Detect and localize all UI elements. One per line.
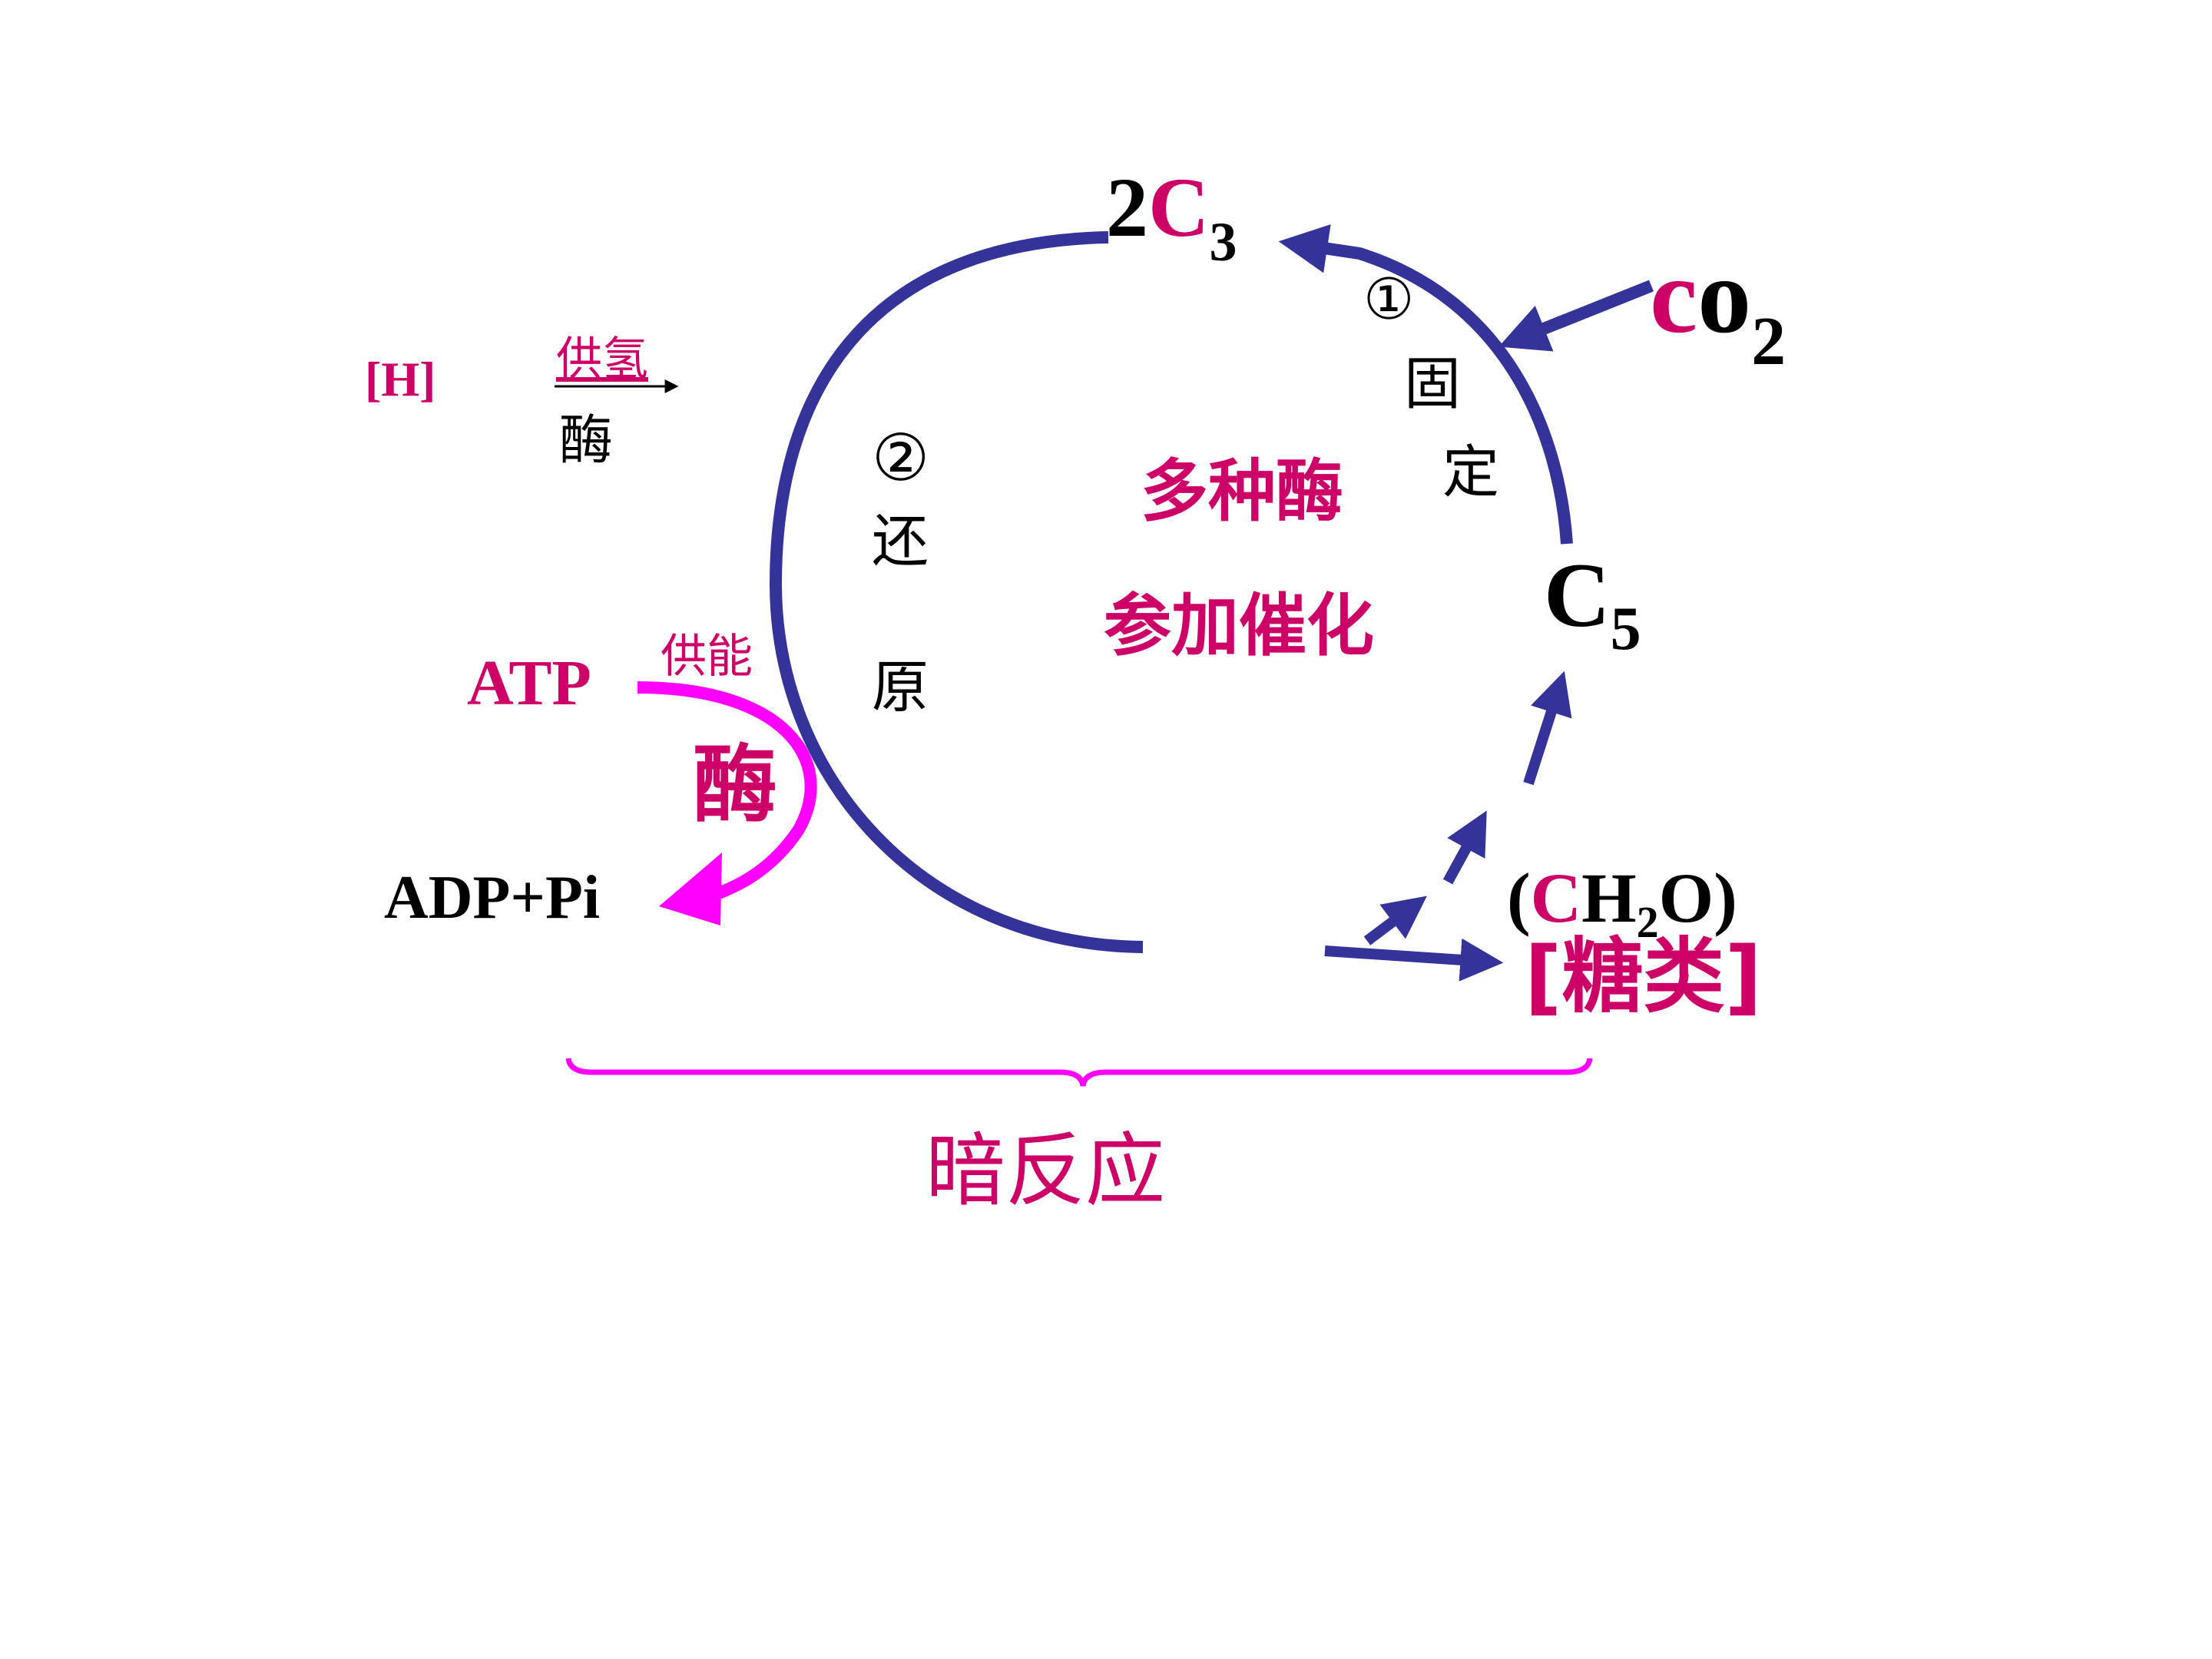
step2-char-2: 原 bbox=[872, 654, 929, 720]
hydrogen-supply-label: 供氢 bbox=[556, 333, 648, 386]
ch2o-label: (CH2O) bbox=[1507, 859, 1737, 947]
step1-char-1: 固 bbox=[1404, 351, 1461, 417]
atp-curved-arrow bbox=[637, 681, 817, 909]
step2-char-1: 还 bbox=[872, 508, 929, 575]
regeneration-arrow-1 bbox=[1363, 896, 1427, 945]
co2-label: co2 bbox=[1650, 237, 1786, 379]
sugar-output-arrow bbox=[1324, 938, 1504, 982]
two-c3-label: 2C3 bbox=[1106, 161, 1237, 273]
reduction-arc bbox=[769, 231, 1144, 953]
center-text-line2: 参加催化 bbox=[1104, 586, 1374, 665]
regeneration-arrow-2 bbox=[1442, 810, 1487, 885]
dark-reaction-title: 暗反应 bbox=[926, 1124, 1165, 1217]
step1-char-2: 定 bbox=[1442, 439, 1499, 505]
center-text-line1: 多种酶 bbox=[1141, 452, 1343, 531]
sugar-label: [糖类] bbox=[1525, 929, 1762, 1024]
regeneration-arrow-3 bbox=[1523, 671, 1572, 786]
h-label: [H] bbox=[365, 352, 435, 406]
adp-pi-label: ADP+Pi bbox=[384, 864, 600, 932]
step2-number: ② bbox=[872, 420, 929, 495]
energy-supply-label: 供能 bbox=[661, 630, 753, 684]
atp-arrowhead bbox=[659, 853, 722, 926]
enzyme-small-label: 酶 bbox=[559, 409, 613, 472]
step1-number: ① bbox=[1363, 267, 1414, 333]
co2-arrow bbox=[1498, 280, 1654, 352]
enzyme-large-label: 酶 bbox=[693, 736, 777, 834]
atp-label: ATP bbox=[467, 647, 591, 719]
c5-label: C5 bbox=[1544, 544, 1641, 663]
fixation-arc bbox=[1278, 224, 1573, 545]
bottom-brace bbox=[565, 1058, 1593, 1087]
